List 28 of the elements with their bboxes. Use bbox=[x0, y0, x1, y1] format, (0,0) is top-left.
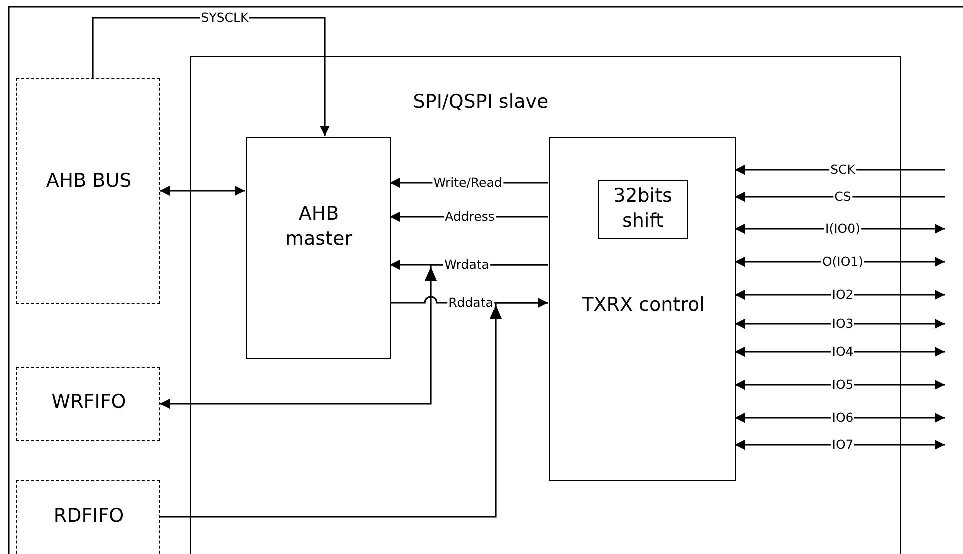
edge-label: I(IO0) bbox=[824, 222, 862, 236]
edge-label: IO5 bbox=[831, 378, 855, 392]
block-label: WRFIFO bbox=[50, 390, 128, 415]
edge-label: CS bbox=[834, 190, 852, 204]
edge-label: IO3 bbox=[831, 317, 855, 331]
master-block bbox=[246, 137, 391, 359]
edge-label: IO2 bbox=[831, 288, 855, 302]
block-label: SPI/QSPI slave bbox=[412, 90, 550, 115]
bus-block bbox=[16, 78, 160, 304]
edge-label: O(IO1) bbox=[821, 255, 865, 269]
control-block bbox=[549, 137, 736, 481]
block-label: RDFIFO bbox=[52, 504, 126, 529]
edge-label: Address bbox=[444, 210, 496, 224]
edge-label: SCK bbox=[830, 163, 856, 177]
block-label: AHB BUS bbox=[45, 169, 133, 194]
block-label: TXRX control bbox=[581, 293, 706, 318]
shift-register-block bbox=[598, 180, 688, 239]
fifo-block bbox=[16, 480, 160, 554]
edge-label: SYSCLK bbox=[200, 11, 250, 25]
edge-label: Rddata bbox=[448, 296, 494, 310]
edge-label: Write/Read bbox=[432, 176, 504, 190]
edge-label: IO7 bbox=[831, 438, 855, 452]
block-label: AHB master bbox=[284, 202, 354, 252]
fifo-block bbox=[16, 367, 160, 441]
edge-label: IO6 bbox=[831, 411, 855, 425]
edge-label: IO4 bbox=[831, 345, 855, 359]
block-label: 32bits shift bbox=[612, 184, 674, 234]
edge-label: Wrdata bbox=[444, 258, 490, 272]
